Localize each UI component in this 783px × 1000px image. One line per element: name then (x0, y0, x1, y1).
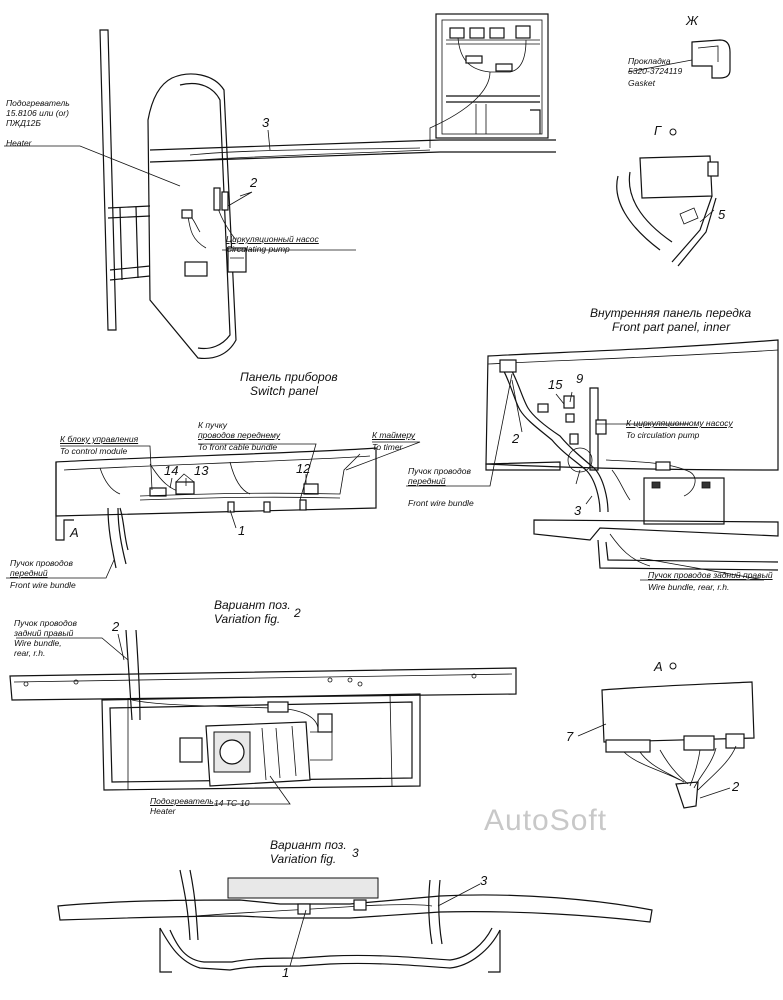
gasket-part-number: 5320-3724119 (628, 66, 683, 76)
control-cabinet (429, 13, 549, 148)
callout-3-top: 3 (262, 115, 270, 130)
watermark: AutoSoft (484, 804, 608, 837)
detail-a-connector (601, 681, 755, 809)
to-front-bundle-ru-2: проводов переднему (198, 430, 281, 440)
callout-15: 15 (548, 377, 563, 392)
variation-2-title-en: Variation fig. (214, 612, 281, 626)
heater-bottom-label-en: Heater (150, 806, 176, 816)
callout-13: 13 (194, 463, 209, 478)
rear-rh2-label-en-1: Wire bundle, (14, 638, 62, 648)
heater-bottom-label-ru: Подогреватель (150, 796, 214, 806)
front-panel-title-ru: Внутренняя панель передка (590, 306, 752, 320)
detail-g (616, 155, 719, 267)
callout-3-right: 3 (574, 503, 582, 518)
to-module-label-ru: К блоку управления (60, 434, 139, 444)
front-panel-title-en: Front part panel, inner (612, 320, 731, 334)
variation-3-number: 3 (352, 846, 359, 860)
to-front-bundle-en: To front cable bundle (198, 442, 278, 452)
switch-panel (55, 447, 377, 569)
to-front-bundle-ru-1: К пучку (198, 420, 227, 430)
cab-side-view (99, 29, 556, 360)
callout-3-bottom: 3 (480, 873, 488, 888)
to-pump-label-en: To circulation pump (626, 430, 700, 440)
front-wire-label-ru-2: передний (10, 568, 48, 578)
callout-2-detail-a: 2 (732, 779, 740, 794)
callout-1-bottom: 1 (282, 965, 290, 980)
callout-7: 7 (566, 729, 574, 744)
front-wire-right-ru-2: передний (408, 476, 446, 486)
switch-panel-title-ru: Панель приборов (240, 370, 338, 384)
heater-label-ru: Подогреватель (6, 98, 70, 108)
gasket-label-en: Gasket (628, 78, 655, 88)
pump-label-en: Circulating pump (226, 244, 290, 254)
to-timer-label-ru: К таймеру (372, 430, 416, 440)
callout-12: 12 (296, 461, 311, 476)
variation-2-number: 2 (294, 606, 301, 620)
to-timer-label-en: To timer (372, 442, 403, 452)
view-a-marker: А (70, 525, 79, 540)
callout-2-top: 2 (250, 175, 258, 190)
callout-5: 5 (718, 207, 726, 222)
variation-3-title-en: Variation fig. (270, 852, 337, 866)
front-wire-right-ru-1: Пучок проводов (408, 466, 471, 476)
callout-2-right: 2 (512, 431, 520, 446)
rear-rh2-label-en-2: rear, r.h. (14, 648, 46, 658)
switch-panel-title-en: Switch panel (250, 384, 319, 398)
view-zh-label: Ж (686, 13, 698, 28)
gasket-detail (691, 39, 731, 79)
leader-lines (4, 59, 765, 967)
view-g-label: Г (654, 123, 662, 138)
rear-rh-label-ru: Пучок проводов задний правый (648, 570, 773, 580)
gasket-label-ru: Прокладка (628, 56, 671, 66)
front-panel-inner (485, 339, 779, 571)
heater-model-label: 15.8106 или (or) (6, 108, 69, 118)
to-pump-label-ru: К циркуляционному насосу (626, 418, 733, 428)
rear-rh-label-en: Wire bundle, rear, r.h. (648, 582, 730, 592)
front-wire-label-ru-1: Пучок проводов (10, 558, 73, 568)
rear-rh2-label-ru-2: задний правый (14, 628, 74, 638)
variation-2-title-ru: Вариант поз. (214, 598, 291, 612)
heater-alt-model-label: ПЖД12Б (6, 118, 41, 128)
heater-label-en: Heater (6, 138, 32, 148)
variation-3-title-ru: Вариант поз. (270, 838, 347, 852)
heater-model-14tc10: 14 ТС-10 (214, 798, 250, 808)
callout-2-variation: 2 (112, 619, 120, 634)
front-wire-label-en: Front wire bundle (10, 580, 76, 590)
pump-label-ru: Циркуляционный насос (226, 234, 319, 244)
front-wire-right-en: Front wire bundle (408, 498, 474, 508)
callout-1-mid: 1 (238, 523, 246, 538)
view-a-detail-label: А (654, 659, 663, 674)
callout-9: 9 (576, 371, 584, 386)
rear-rh2-label-ru-1: Пучок проводов (14, 618, 77, 628)
variation-2-frame (9, 629, 517, 791)
callout-14: 14 (164, 463, 179, 478)
to-module-label-en: To control module (60, 446, 128, 456)
variation-3-bundle (57, 869, 653, 973)
